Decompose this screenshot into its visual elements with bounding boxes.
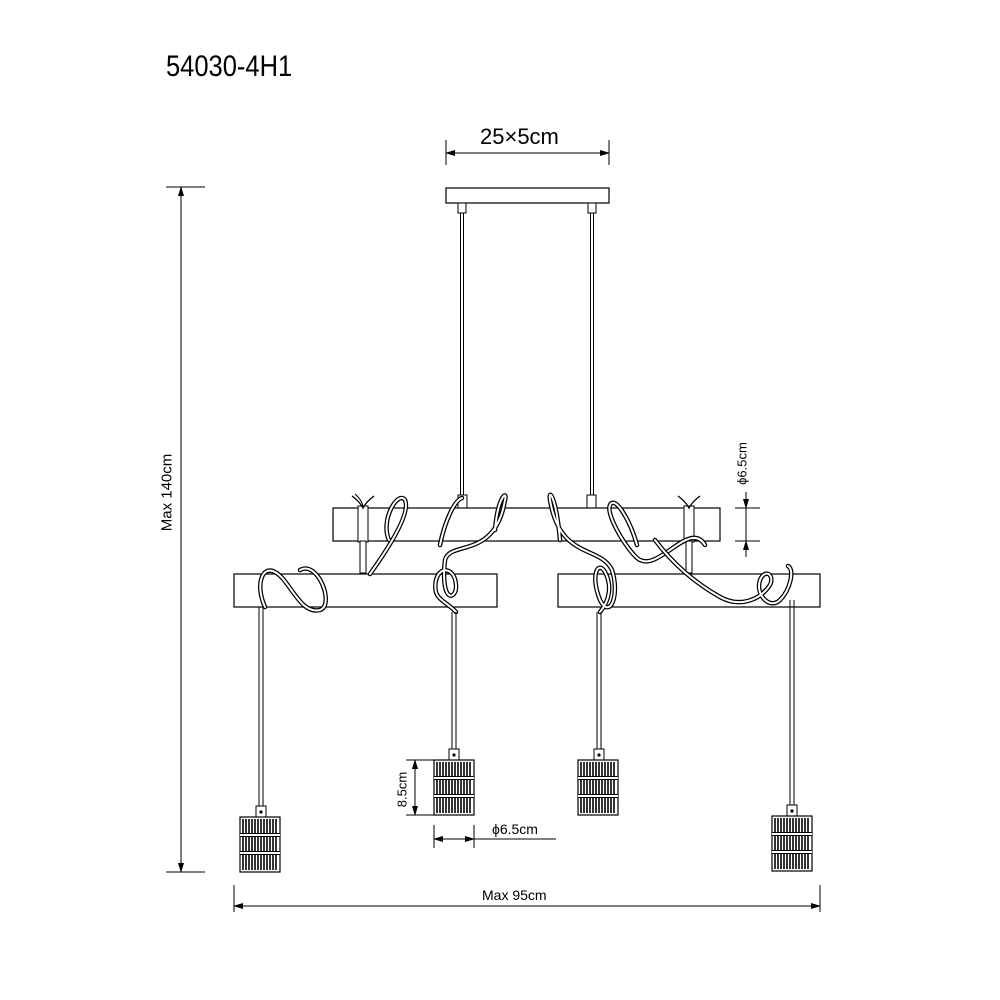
height-dimension-label: Max 140cm (158, 453, 176, 532)
shade-2 (432, 748, 476, 817)
lower-right-wooden-bar (557, 573, 821, 608)
canopy-dimension (445, 140, 610, 165)
ceiling-canopy (445, 187, 610, 214)
shade-height-dimension (406, 759, 434, 816)
twisted-cords (258, 492, 794, 615)
shade-height-label: 8.5cm (394, 771, 410, 808)
model-number: 54030-4H1 (166, 50, 293, 83)
upper-wooden-bar (332, 507, 721, 542)
bar-diameter-label: ϕ6.5cm (734, 442, 750, 485)
bar-connectors (351, 493, 701, 574)
drop-cords (258, 600, 795, 807)
suspension-wires (457, 213, 597, 510)
height-dimension (166, 186, 205, 873)
shade-diameter-label: ϕ6.5cm (492, 821, 538, 837)
bar-diameter-dimension (735, 492, 760, 557)
canopy-dimension-label: 25×5cm (480, 124, 559, 149)
shade-1 (238, 805, 282, 874)
shade-3 (576, 748, 620, 817)
width-dimension (233, 885, 821, 912)
shade-4 (770, 804, 814, 873)
width-dimension-label: Max 95cm (482, 887, 547, 903)
shade-diameter-dimension (433, 825, 556, 848)
